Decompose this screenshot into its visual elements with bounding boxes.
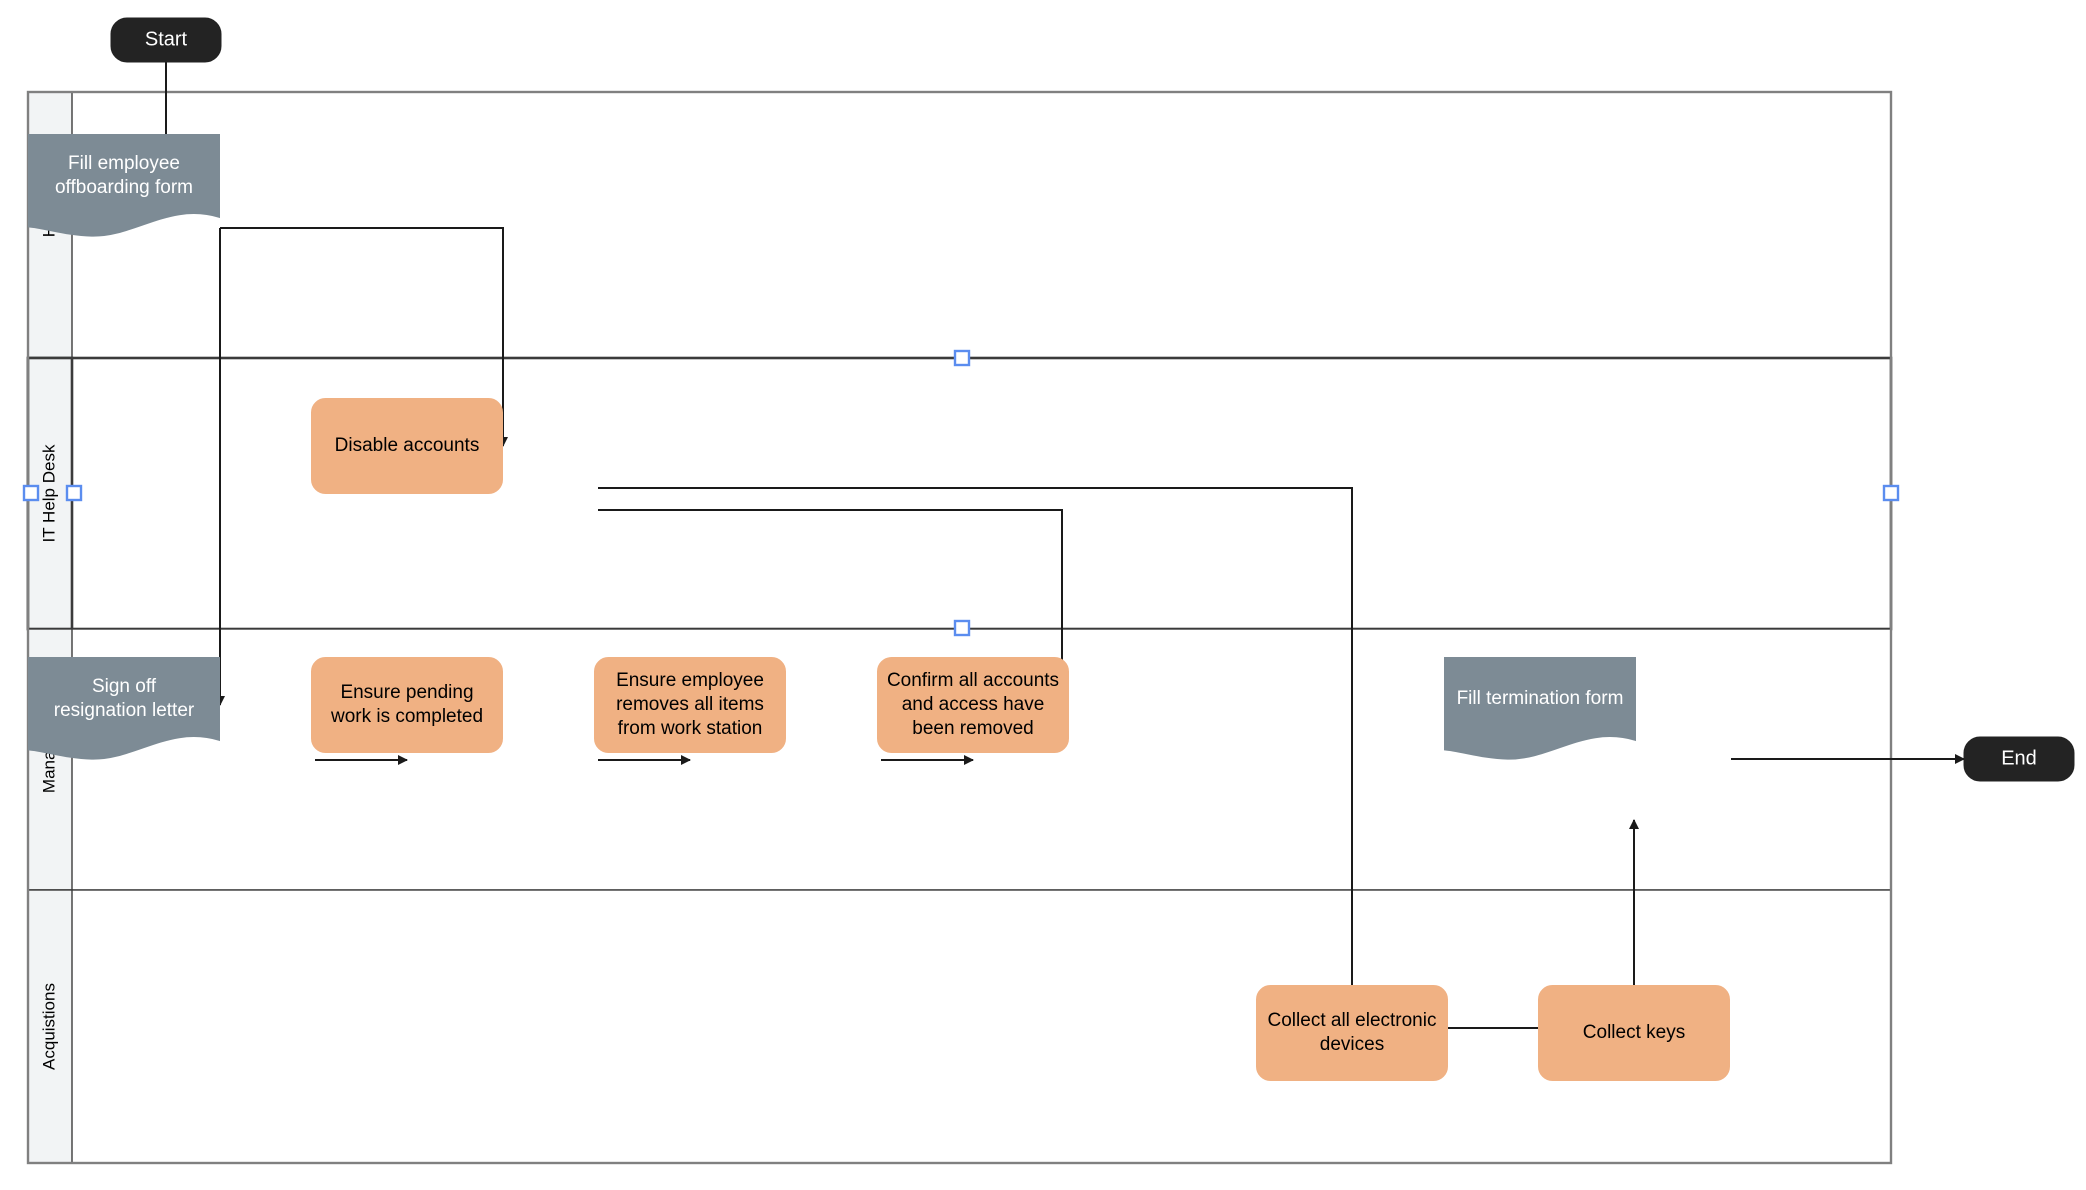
swimlane-header[interactable] [27, 889, 73, 1164]
process-shape[interactable] [1256, 985, 1448, 1081]
process-shape[interactable] [311, 398, 503, 494]
node-label: offboarding form [55, 177, 193, 198]
swimlane-it-help-desk[interactable]: IT Help Desk [26, 356, 1893, 631]
process-shape[interactable] [594, 657, 786, 753]
selection-handle-right[interactable] [1882, 484, 1900, 502]
node-disable-accounts[interactable]: Disable accounts [311, 398, 503, 494]
node-confirm-all-accounts-and-access-have-been-removed[interactable]: Confirm all accounts and access have been … [877, 657, 1069, 753]
swimlane-body[interactable] [27, 91, 1892, 359]
node-label: from work station [618, 718, 763, 739]
node-label: Collect keys [1583, 1022, 1685, 1043]
node-ensure-pending-work-is-completed[interactable]: Ensure pending work is completed [311, 657, 503, 753]
node-label: Fill termination form [1457, 688, 1624, 709]
swimlane-hr[interactable]: HR [27, 91, 1892, 359]
document-shape[interactable] [28, 657, 220, 760]
process-shape[interactable] [877, 657, 1069, 753]
terminator-label: Start [145, 28, 188, 50]
connector-disable-accounts-to-collect-devices[interactable] [598, 487, 1357, 1034]
connector-fill-offboarding-to-disable-accounts[interactable] [220, 227, 508, 447]
node-fill-termination-form[interactable]: Fill termination form [1444, 657, 1636, 760]
document-shape[interactable] [1444, 657, 1636, 760]
selection-handle-layer[interactable] [22, 349, 1900, 637]
node-label: work is completed [330, 706, 483, 727]
selection-handle-top-mid[interactable] [953, 349, 971, 367]
node-sign-off-resignation-letter[interactable]: Sign off resignation letter [28, 657, 220, 760]
document-shape[interactable] [28, 134, 220, 237]
process-shape[interactable] [311, 657, 503, 753]
terminator-end[interactable]: End [1963, 736, 2075, 782]
selection-handle-bottom-mid[interactable] [953, 619, 971, 637]
node-label: Disable accounts [335, 435, 480, 456]
node-ensure-employee-removes-all-items-from-work-station[interactable]: Ensure employee removes all items from wor… [594, 657, 786, 753]
node-fill-employee-offboarding-form[interactable]: Fill employee offboarding form [28, 134, 220, 237]
node-label: Ensure pending [340, 682, 473, 703]
process-shape[interactable] [1538, 985, 1730, 1081]
swimlane-label-acquisitions: Acquistions [39, 983, 58, 1070]
node-label: resignation letter [54, 700, 195, 721]
terminator-label: End [2001, 747, 2037, 769]
node-label: Ensure employee [616, 670, 764, 691]
terminator-shape[interactable] [1963, 736, 2075, 782]
node-label: Fill employee [68, 153, 180, 174]
node-label: Confirm all accounts [887, 670, 1059, 691]
connector-disable-accounts-to-confirm-removed[interactable] [598, 509, 1067, 706]
terminator-shape[interactable] [110, 17, 222, 63]
node-label: devices [1320, 1034, 1384, 1055]
terminator-start[interactable]: Start [110, 17, 222, 63]
connector-layer [161, 62, 1965, 1034]
node-collect-keys[interactable]: Collect keys [1538, 985, 1730, 1081]
selection-handle-left-inner[interactable] [65, 484, 83, 502]
selection-handle-left-outer[interactable] [22, 484, 40, 502]
node-collect-all-electronic-devices[interactable]: Collect all electronic devices [1256, 985, 1448, 1081]
swimlane-body[interactable] [26, 356, 1893, 631]
node-label: removes all items [616, 694, 764, 715]
pool-frame[interactable] [26, 90, 1893, 1165]
node-label: been removed [912, 718, 1033, 739]
swimlane-label-it-help-desk: IT Help Desk [39, 444, 58, 542]
node-label: Collect all electronic [1268, 1010, 1437, 1031]
node-label: Sign off [92, 676, 157, 697]
node-label: and access have [902, 694, 1045, 715]
